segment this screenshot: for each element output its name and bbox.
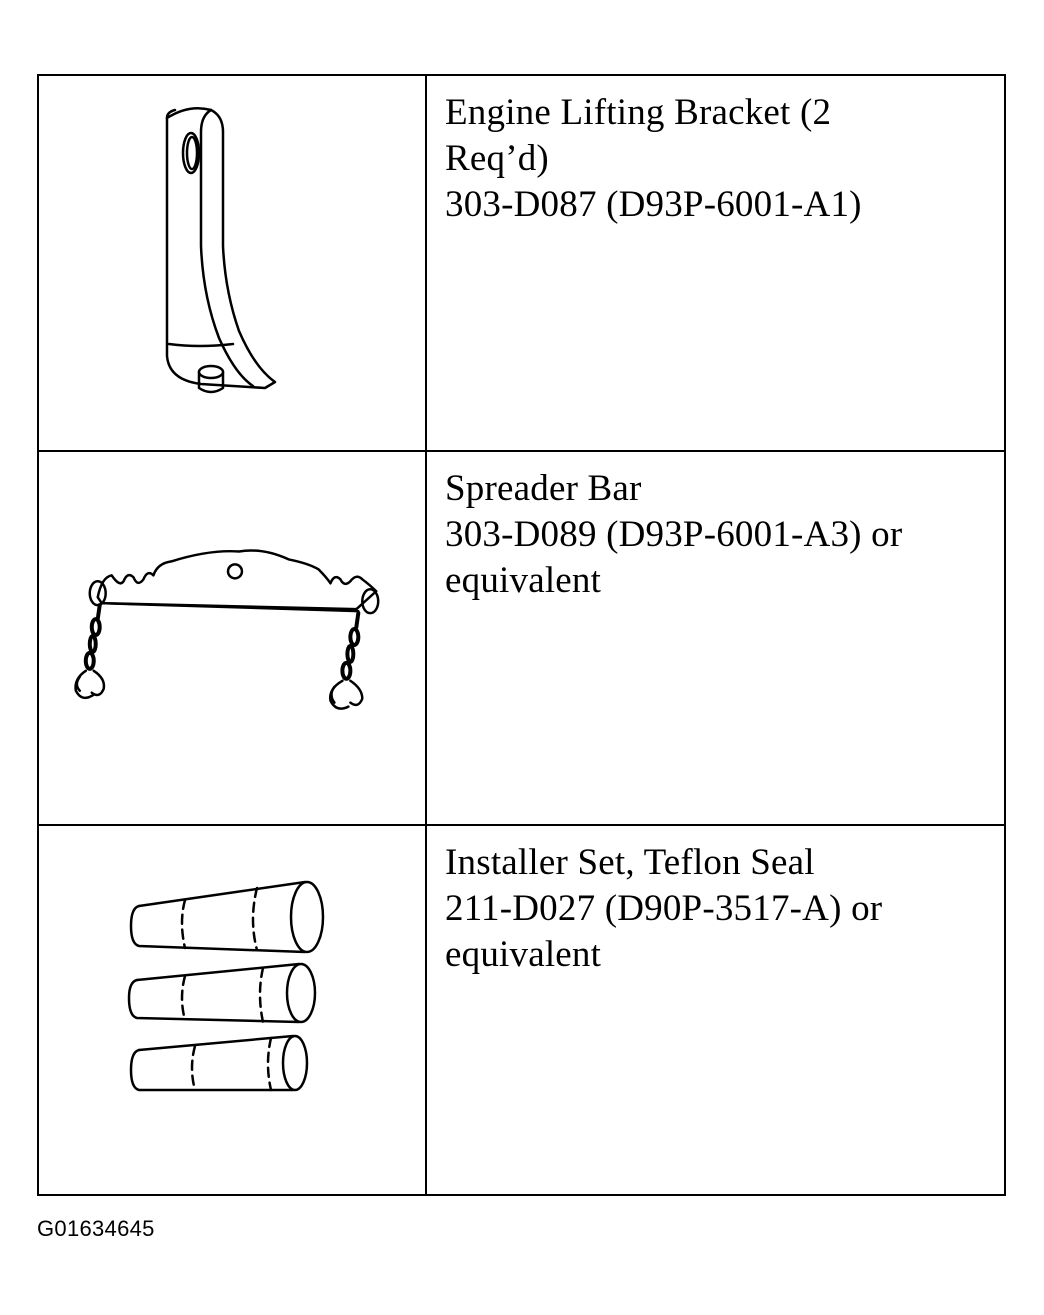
tool-description-line: Req’d) bbox=[445, 138, 549, 179]
tool-description-line: 211-D027 (D90P-3517-A) or bbox=[445, 888, 883, 929]
teflon-seal-installer-set-illustration bbox=[127, 880, 325, 1092]
spreader-bar-illustration bbox=[74, 549, 380, 710]
tool-description: Spreader Bar 303-D089 (D93P-6001-A3) or … bbox=[427, 452, 1004, 826]
engine-lifting-bracket-illustration bbox=[165, 107, 277, 394]
tool-description-line: Engine Lifting Bracket (2 bbox=[445, 92, 832, 133]
tool-description-line: 303-D087 (D93P-6001-A1) bbox=[445, 184, 862, 225]
tool-description-line: Spreader Bar bbox=[445, 468, 642, 509]
tool-illustration-cell bbox=[39, 76, 427, 452]
tool-illustration-cell bbox=[39, 452, 427, 826]
figure-id: G01634645 bbox=[37, 1216, 155, 1241]
tool-illustration-cell bbox=[39, 826, 427, 1194]
tool-description: Installer Set, Teflon Seal 211-D027 (D90… bbox=[427, 826, 1004, 1194]
tool-description-line: equivalent bbox=[445, 934, 602, 975]
tool-description-line: 303-D089 (D93P-6001-A3) or bbox=[445, 514, 903, 555]
special-tools-table: Engine Lifting Bracket (2 Req’d) 303-D08… bbox=[37, 74, 1006, 1196]
tool-description: Engine Lifting Bracket (2 Req’d) 303-D08… bbox=[427, 76, 1004, 452]
tool-description-line: Installer Set, Teflon Seal bbox=[445, 842, 815, 883]
tool-description-line: equivalent bbox=[445, 560, 602, 601]
